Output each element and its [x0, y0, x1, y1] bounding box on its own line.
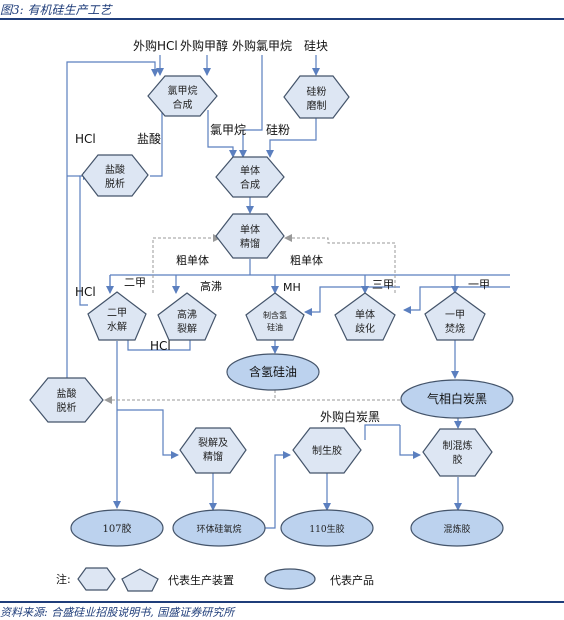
svg-text:高沸: 高沸 — [177, 308, 197, 321]
svg-text:合成: 合成 — [173, 98, 193, 111]
edge-label-trimethyl: 三甲 — [372, 278, 394, 291]
product-fumed-silica: 气相白炭黑 — [400, 379, 514, 419]
product-cyclic-siloxane: 环体硅氧烷 — [172, 509, 266, 547]
node-compound-rubber-making: 制混炼 胶 — [422, 428, 493, 477]
svg-text:110生胶: 110生胶 — [309, 523, 344, 535]
edge-label-crude-monomer-right: 粗单体 — [290, 253, 323, 267]
svg-text:磨制: 磨制 — [307, 99, 327, 112]
svg-text:含氢硅油: 含氢硅油 — [249, 364, 297, 379]
legend-pentagon-icon — [121, 568, 159, 592]
svg-text:制含氢: 制含氢 — [263, 310, 287, 320]
svg-text:裂解及: 裂解及 — [198, 436, 228, 449]
svg-text:脱析: 脱析 — [105, 177, 125, 190]
svg-text:合成: 合成 — [240, 178, 260, 191]
svg-text:制生胶: 制生胶 — [312, 444, 342, 457]
node-silicon-grinding: 硅粉 磨制 — [283, 75, 350, 119]
svg-text:硅粉: 硅粉 — [307, 85, 327, 98]
edge-label-hcl-2: HCl — [75, 285, 96, 299]
node-hydrogen-oil-making: 制含氢 硅油 — [245, 292, 305, 341]
svg-text:单体: 单体 — [240, 224, 260, 236]
svg-text:脱析: 脱析 — [57, 401, 77, 414]
edge-label-chloromethane: 氯甲烷 — [210, 123, 246, 137]
process-diagram: 外购HCl 外购甲醇 外购氯甲烷 硅块 外购白炭黑 氯甲烷 合成 硅粉 磨制 盐… — [29, 38, 514, 592]
legend: 注: 代表生产装置 代表产品 — [56, 567, 374, 592]
product-107-rubber: 107胶 — [70, 509, 164, 547]
svg-text:气相白炭黑: 气相白炭黑 — [427, 391, 487, 406]
edge-label-dimethyl: 二甲 — [124, 276, 146, 289]
input-silicon-block-label: 硅块 — [304, 39, 328, 53]
node-monomethyl-burning: 一甲 焚烧 — [424, 291, 486, 341]
edge-labels: HCl 盐酸 氯甲烷 硅粉 粗单体 粗单体 二甲 高沸 MH 三甲 一甲 HCl… — [75, 123, 490, 353]
svg-text:歧化: 歧化 — [355, 322, 375, 335]
legend-product-label: 代表产品 — [330, 573, 374, 587]
svg-text:裂解: 裂解 — [177, 322, 197, 335]
product-hydrogen-silicone-oil: 含氢硅油 — [226, 353, 320, 391]
svg-text:制混炼: 制混炼 — [443, 439, 473, 452]
svg-text:二甲: 二甲 — [107, 308, 127, 319]
node-hcl-desorption: 盐酸 脱析 — [81, 154, 149, 197]
source-note: 资料来源: 合盛硅业招股说明书, 国盛证券研究所 — [0, 606, 235, 619]
edge-label-crude-monomer-left: 粗单体 — [176, 253, 209, 267]
svg-text:氯甲烷: 氯甲烷 — [168, 84, 198, 97]
connectors — [66, 55, 510, 529]
node-high-boil-cracking: 高沸 裂解 — [157, 292, 217, 341]
svg-text:107胶: 107胶 — [102, 522, 131, 535]
svg-text:单体: 单体 — [355, 309, 375, 321]
edge-label-hcl: HCl — [75, 132, 96, 146]
svg-text:精馏: 精馏 — [203, 450, 223, 463]
node-chloromethane-synth: 氯甲烷 合成 — [147, 75, 218, 117]
edge-label-monomethyl: 一甲 — [468, 278, 490, 291]
svg-text:盐酸: 盐酸 — [57, 387, 77, 400]
legend-device-label: 代表生产装置 — [168, 573, 234, 587]
svg-text:水解: 水解 — [107, 320, 127, 333]
header-rule — [0, 0, 564, 20]
input-hcl-label: 外购HCl — [133, 38, 178, 53]
node-dimethyl-hydrolysis: 二甲 水解 — [87, 291, 147, 341]
input-chloromethane-label: 外购氯甲烷 — [232, 38, 292, 53]
input-methanol-label: 外购甲醇 — [180, 38, 228, 53]
svg-text:焚烧: 焚烧 — [445, 322, 465, 335]
figure-title: 图3: 有机硅生产工艺 — [0, 3, 112, 17]
input-white-carbon-label: 外购白炭黑 — [320, 409, 380, 424]
svg-text:胶: 胶 — [453, 453, 463, 466]
node-monomer-distill: 单体 歧化 — [334, 292, 396, 341]
node-monomer-synth: 单体 合成 — [215, 156, 285, 198]
svg-text:硅油: 硅油 — [267, 322, 283, 332]
footer-rule — [0, 601, 564, 603]
product-compound-rubber: 混炼胶 — [410, 509, 504, 547]
edge-label-mh: MH — [283, 281, 301, 294]
svg-text:环体硅氧烷: 环体硅氧烷 — [196, 523, 241, 535]
node-crack-rectify: 裂解及 精馏 — [179, 427, 247, 474]
svg-text:盐酸: 盐酸 — [105, 163, 125, 176]
legend-ellipse-icon — [264, 568, 316, 590]
edge-label-silicon-powder: 硅粉 — [266, 123, 290, 137]
edge-label-high-boil: 高沸 — [200, 279, 222, 293]
edge-label-hcl-3: HCl — [150, 339, 171, 353]
svg-text:一甲: 一甲 — [445, 310, 465, 321]
legend-note: 注: — [56, 572, 71, 586]
product-110-rubber: 110生胶 — [280, 509, 374, 547]
legend-hexagon-icon — [77, 567, 116, 591]
svg-text:单体: 单体 — [240, 165, 260, 177]
svg-text:精馏: 精馏 — [240, 237, 260, 250]
edge-label-hydrochloric-acid: 盐酸 — [137, 131, 161, 146]
svg-text:混炼胶: 混炼胶 — [443, 523, 470, 535]
node-raw-rubber-making: 制生胶 — [292, 427, 362, 474]
node-hcl-desorption-2: 盐酸 脱析 — [29, 377, 104, 423]
input-labels: 外购HCl 外购甲醇 外购氯甲烷 硅块 外购白炭黑 — [133, 38, 380, 424]
node-monomer-rectify: 单体 精馏 — [215, 213, 285, 259]
